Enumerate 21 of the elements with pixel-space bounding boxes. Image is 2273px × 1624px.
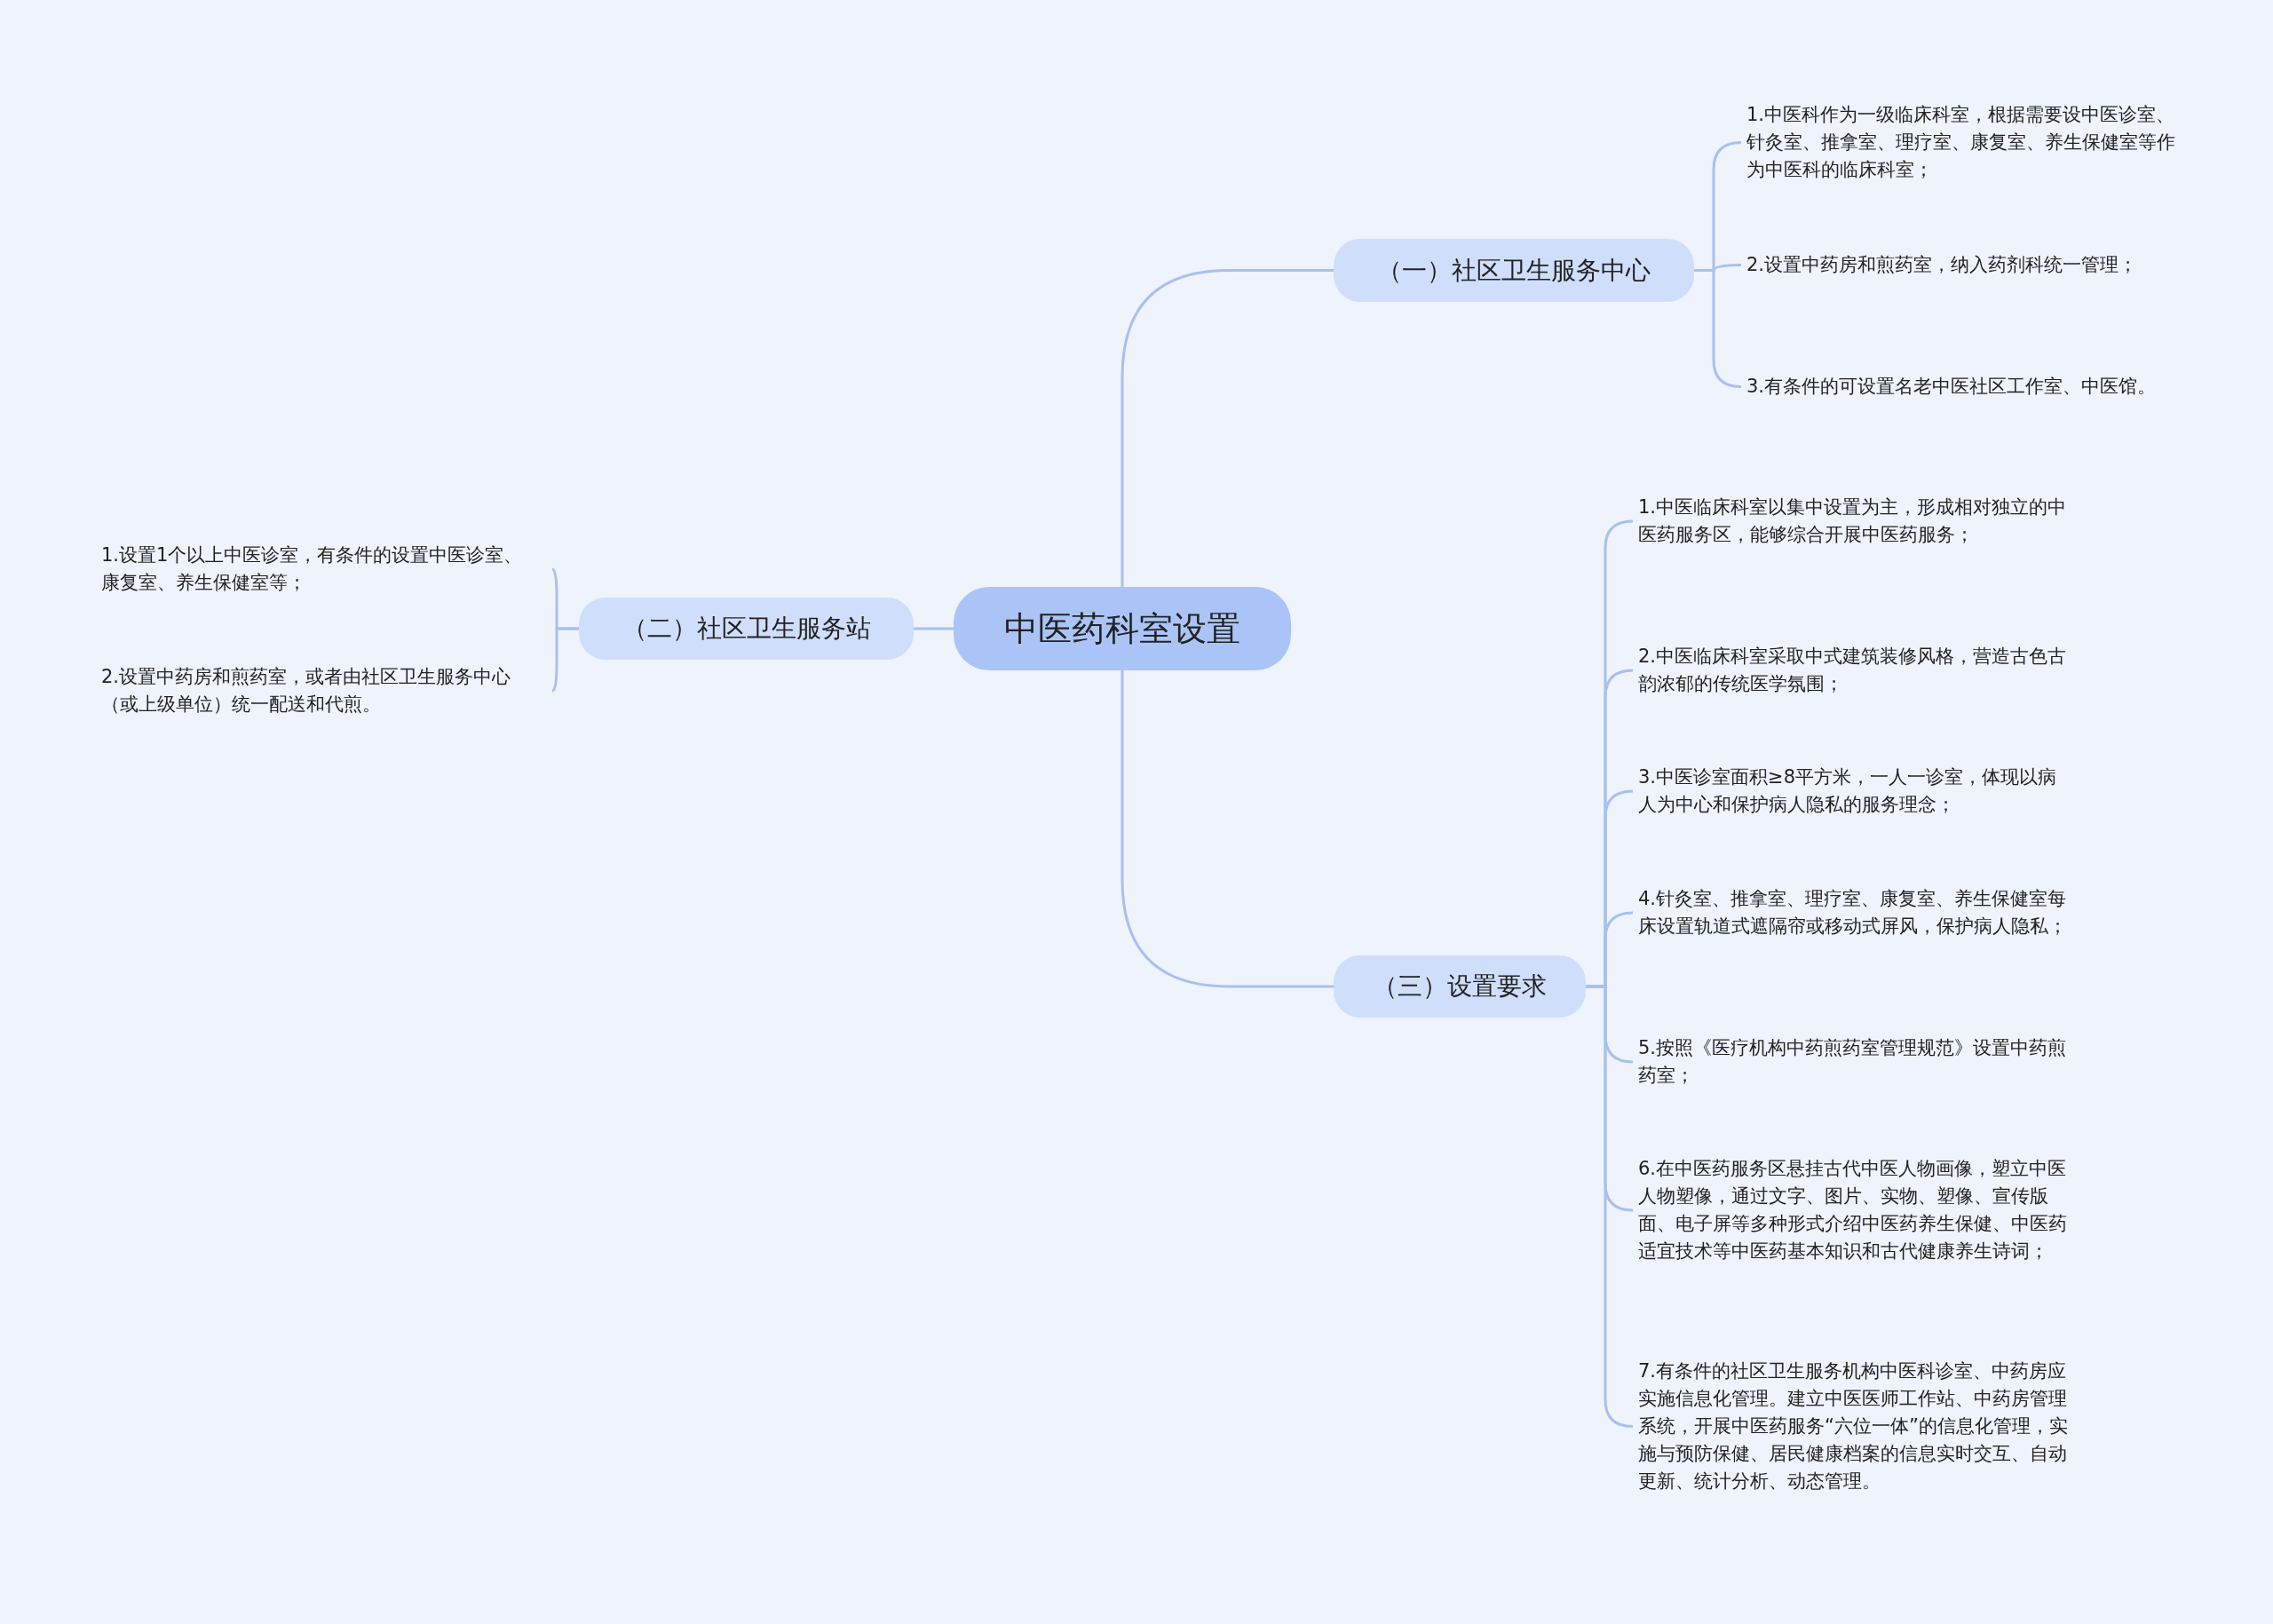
note-text: 1.中医临床科室以集中设置为主，形成相对独立的中医药服务区，能够综合开展中医药服务； (1638, 494, 2069, 549)
note-text: 6.在中医药服务区悬挂古代中医人物画像，塑立中医人物塑像，通过文字、图片、实物、塑像、宣传版面、电子屏等多种形式介绍中医药养生保健、中医药适宜技术等中医药基本知识和古代健康养生诗词； (1638, 1155, 2069, 1265)
note-text: 3.有条件的可设置名老中医社区工作室、中医馆。 (1746, 373, 2190, 400)
central-topic: 中医药科室设置 (954, 587, 1291, 670)
branch-topic: （二）社区卫生服务站 (579, 598, 914, 660)
connector (1694, 269, 1742, 388)
note-text: 2.设置中药房和煎药室，纳入药剂科统一管理； (1746, 251, 2190, 279)
note-text: 3.中医诊室面积≥8平方米，一人一诊室，体现以病人为中心和保护病人隐私的服务理念； (1638, 764, 2069, 819)
note-text: 2.设置中药房和煎药室，或者由社区卫生服务中心（或上级单位）统一配送和代煎。 (101, 663, 536, 718)
note-text: 1.设置1个以上中医诊室，有条件的设置中医诊室、康复室、养生保健室等； (101, 542, 536, 597)
connector (1121, 670, 1334, 988)
connector (1121, 269, 1334, 587)
branch-topic: （三）设置要求 (1334, 955, 1586, 1018)
branch-topic: （一）社区卫生服务中心 (1334, 239, 1694, 302)
connector (914, 627, 954, 630)
connector (551, 627, 579, 693)
note-text: 5.按照《医疗机构中药煎药室管理规范》设置中药煎药室； (1638, 1034, 2069, 1089)
note-text: 1.中医科作为一级临床科室，根据需要设中医诊室、针灸室、推拿室、理疗室、康复室、养生保健室等作为中医科的临床科室； (1746, 101, 2190, 184)
note-text: 7.有条件的社区卫生服务机构中医科诊室、中药房应实施信息化管理。建立中医医师工作站、中药房管理系统，开展中医药服务“六位一体”的信息化管理，实施与预防保健、居民健康档案的信息实时交互、自动更新、统计分析、动态管理。 (1638, 1358, 2069, 1495)
note-text: 2.中医临床科室采取中式建筑装修风格，营造古色古韵浓郁的传统医学氛围； (1638, 643, 2069, 698)
note-text: 4.针灸室、推拿室、理疗室、康复室、养生保健室每床设置轨道式遮隔帘或移动式屏风，保护病人隐私； (1638, 885, 2069, 940)
